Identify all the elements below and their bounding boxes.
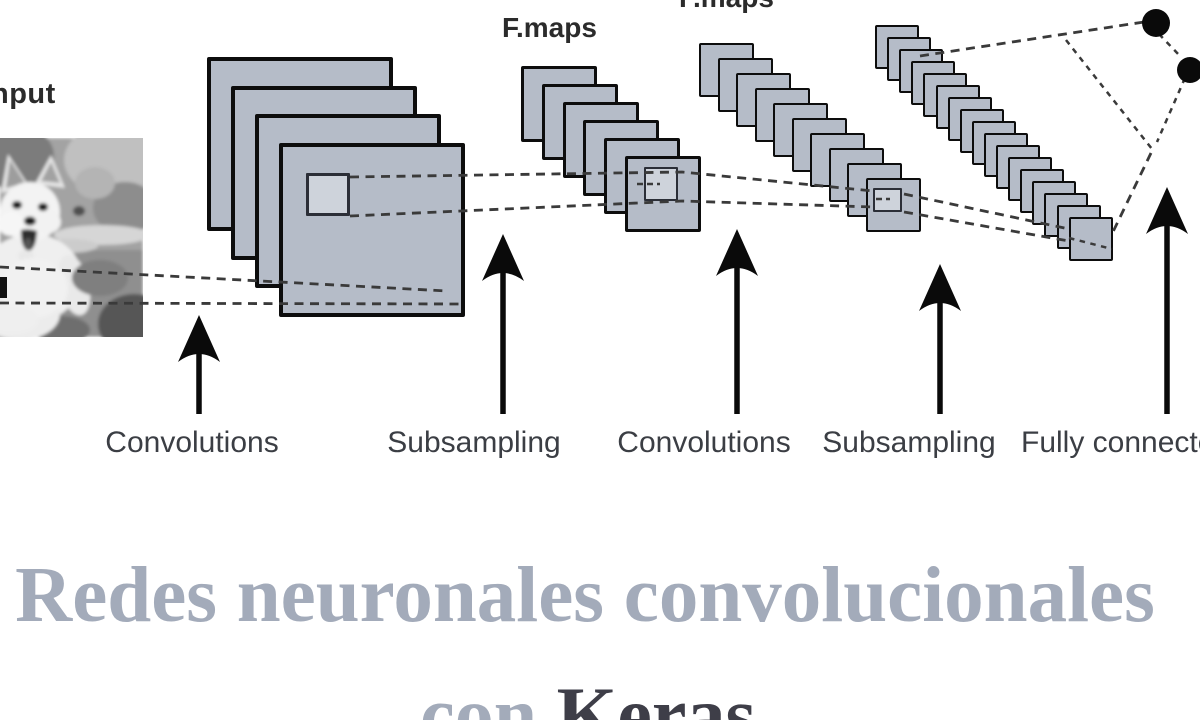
stage-label-convolutions-3: Convolutions: [617, 426, 791, 459]
dog-left-eye: [12, 201, 22, 209]
output-neuron-2: [1177, 57, 1200, 83]
stage-label-subsampling-2: Subsampling: [387, 426, 561, 459]
arrow-convolutions-2: [716, 229, 758, 414]
dash-neuron2-down: [1155, 77, 1187, 143]
dog-nose: [24, 216, 36, 226]
subsampling2-feature-maps-square: [1068, 217, 1113, 261]
receptive-field-box: [873, 188, 902, 212]
conv1-feature-maps-square: [279, 143, 465, 318]
dog-right-eye: [38, 203, 48, 211]
input-label: nput: [0, 78, 56, 110]
course-title-line2: con Keras: [0, 676, 1176, 720]
dash-fan-diagonal: [1065, 39, 1153, 150]
stage-label-subsampling-4: Subsampling: [822, 426, 996, 459]
output-neurons: [1142, 9, 1200, 83]
fmaps-label-1: F.maps: [502, 12, 597, 43]
receptive-field-box: [306, 173, 350, 216]
title-keras: Keras: [556, 671, 756, 720]
arrow-fully-connected: [1146, 187, 1188, 414]
fmaps-label-2: F.maps: [679, 0, 774, 12]
stage-label-fully-connected-5: Fully connected: [1021, 426, 1200, 459]
arrow-subsampling-2: [919, 264, 961, 414]
distant-object: [73, 206, 85, 216]
input-dog-photo: [0, 138, 143, 337]
arrow-convolutions-1: [178, 315, 220, 414]
dash-s2-to-neuron1: [919, 20, 1145, 58]
dash-neuron1-to-neuron2: [1158, 33, 1181, 57]
course-title-line1: Redes neuronales convolucionales: [15, 552, 1155, 639]
stage-label-convolutions-1: Convolutions: [105, 426, 279, 459]
receptive-field-box: [644, 167, 678, 201]
dash-fan-to-s2-front: [1109, 152, 1153, 237]
arrow-subsampling-1: [482, 234, 524, 414]
output-neuron-1: [1142, 9, 1170, 37]
title-con: con: [420, 671, 557, 720]
